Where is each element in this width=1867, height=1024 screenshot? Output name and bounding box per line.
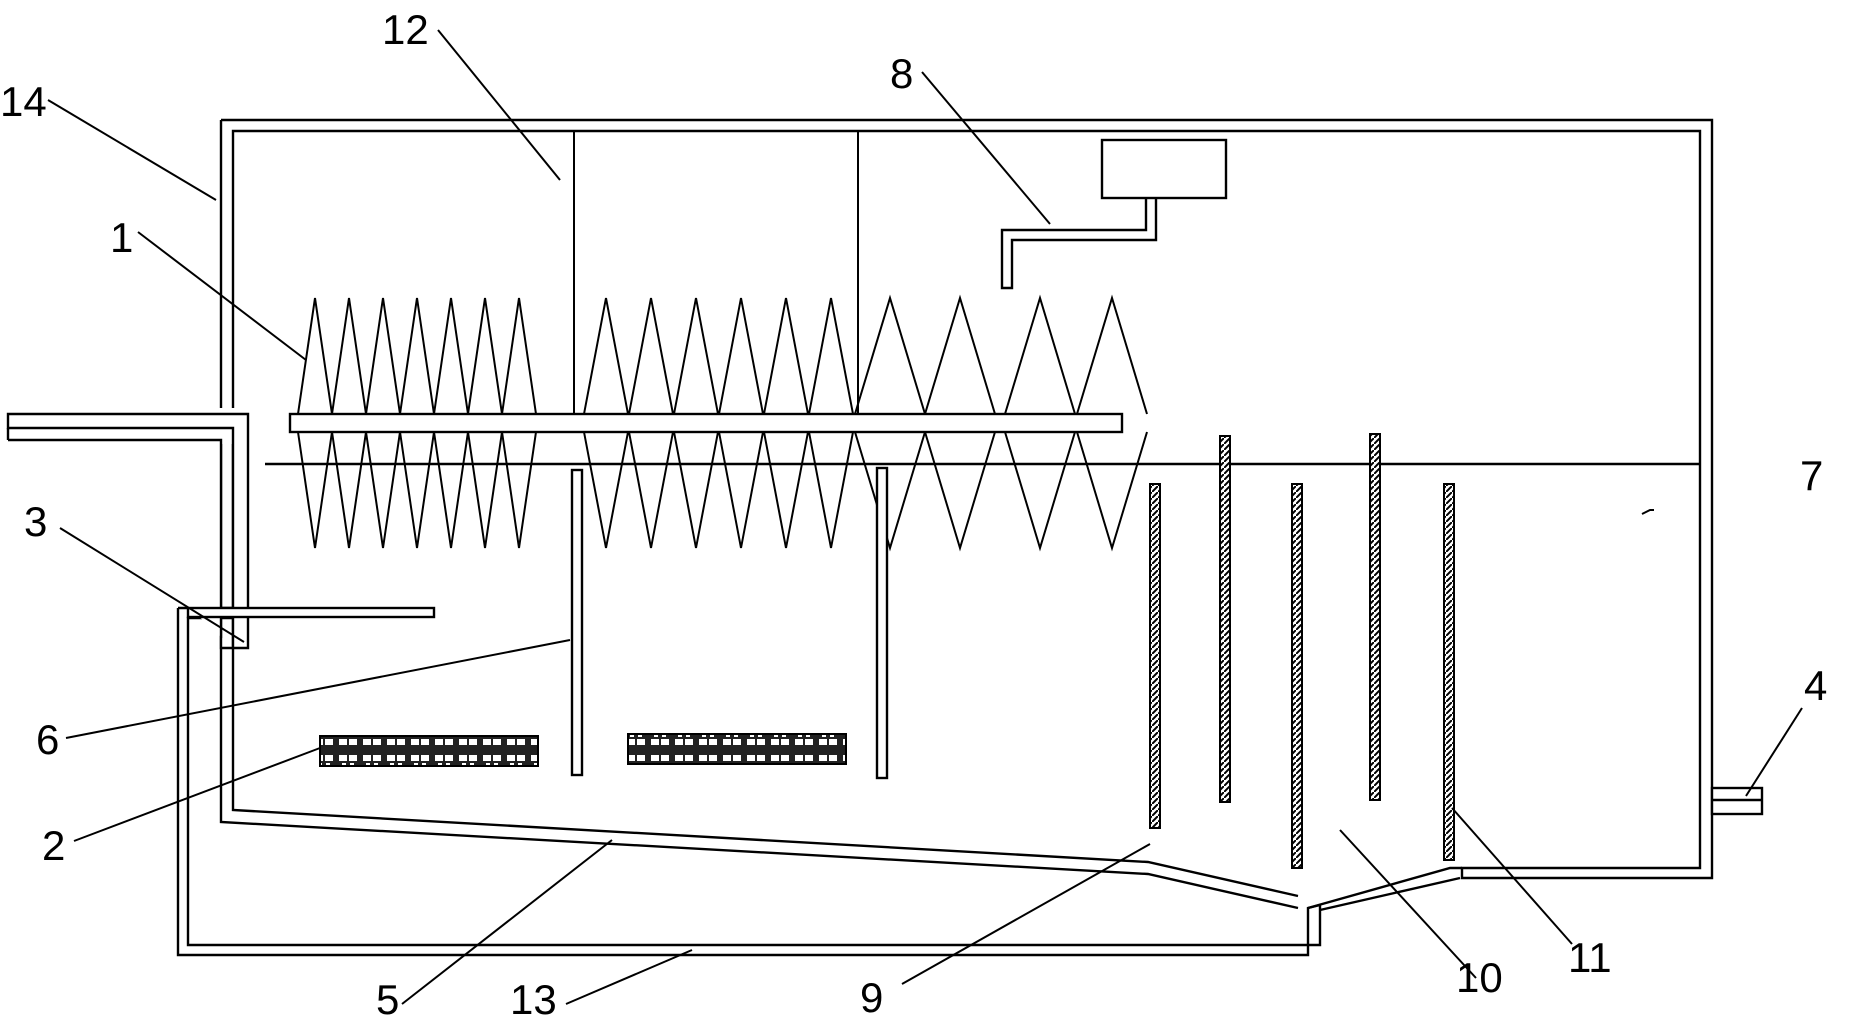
lower-cone-4: [399, 431, 435, 549]
upper-cone-5: [433, 297, 469, 415]
hatched-plate-3: [1291, 483, 1303, 869]
label-13: 13: [510, 976, 557, 1023]
upper-cone-14: [854, 294, 926, 415]
hatched-plate-1: [1149, 483, 1161, 829]
leader-8: [921, 71, 1051, 225]
rotating-shaft: [288, 412, 1124, 434]
hatched-plate-4: [1369, 433, 1381, 801]
label-4: 4: [1804, 662, 1827, 709]
lower-cone-2: [331, 431, 367, 549]
baffle-right: [875, 466, 889, 780]
lower-cone-5: [433, 431, 469, 549]
baffle-left: [570, 468, 584, 777]
upper-cone-6: [467, 297, 503, 415]
label-7: 7: [1800, 452, 1823, 499]
motor-device-8: [1000, 138, 1228, 290]
leader-1: [137, 231, 307, 361]
upper-cone-10: [673, 297, 719, 415]
lower-cone-3: [365, 431, 401, 549]
upper-cone-2: [331, 297, 367, 415]
media-block-left: [319, 735, 539, 767]
leader-12: [437, 29, 561, 181]
lower-cone-15: [924, 431, 996, 552]
upper-cone-7: [501, 297, 537, 415]
upper-cone-15: [924, 294, 996, 415]
hatched-plate-2: [1219, 435, 1231, 803]
main-chamber-14: [219, 118, 1714, 912]
label-12: 12: [382, 6, 429, 53]
lower-cone-6: [467, 431, 503, 549]
lower-cone-10: [673, 431, 719, 549]
label-14: 14: [0, 78, 47, 125]
upper-cone-1: [297, 297, 333, 415]
lower-cone-17: [1076, 431, 1148, 552]
label-10: 10: [1456, 954, 1503, 1001]
upper-cone-3: [365, 297, 401, 415]
label-1: 1: [110, 214, 133, 261]
lower-cone-16: [1004, 431, 1076, 552]
upper-cone-9: [628, 297, 674, 415]
leader-4: [1745, 707, 1803, 797]
upper-cone-13: [808, 297, 854, 415]
outer-tank-13: [176, 606, 1322, 957]
lower-cone-1: [297, 431, 333, 549]
label-6: 6: [36, 716, 59, 763]
leader-13: [565, 949, 693, 1005]
inlet-deflector-plate: [186, 606, 436, 619]
lower-cone-14: [854, 431, 926, 552]
leader-2: [73, 747, 321, 842]
lower-cone-11: [718, 431, 764, 549]
label-2: 2: [42, 822, 65, 869]
lower-cone-13: [808, 431, 854, 549]
upper-cone-8: [583, 297, 629, 415]
upper-cone-16: [1004, 294, 1076, 415]
label-9: 9: [860, 974, 883, 1021]
upper-cone-12: [763, 297, 809, 415]
hatched-plate-5: [1443, 483, 1455, 861]
lower-cone-9: [628, 431, 674, 549]
leader-3: [59, 527, 245, 643]
lower-cone-7: [501, 431, 537, 549]
leader-10: [1339, 829, 1477, 979]
leader-7: [1641, 509, 1654, 515]
label-5: 5: [376, 976, 399, 1023]
label-3: 3: [24, 498, 47, 545]
lower-cone-8: [583, 431, 629, 549]
leader-14: [47, 99, 217, 201]
lower-cone-12: [763, 431, 809, 549]
upper-cone-4: [399, 297, 435, 415]
label-8: 8: [890, 50, 913, 97]
cone-spike-array: [297, 294, 1148, 552]
leader-6: [65, 639, 571, 739]
leader-11: [1451, 807, 1573, 945]
media-block-right: [627, 733, 847, 765]
leader-5: [401, 839, 613, 1005]
leader-9: [901, 843, 1151, 985]
upper-cone-17: [1076, 294, 1148, 415]
upper-cone-11: [718, 297, 764, 415]
label-11: 11: [1568, 934, 1612, 981]
inlet-pipe: [6, 412, 250, 650]
leader-lines: [47, 29, 1803, 1005]
